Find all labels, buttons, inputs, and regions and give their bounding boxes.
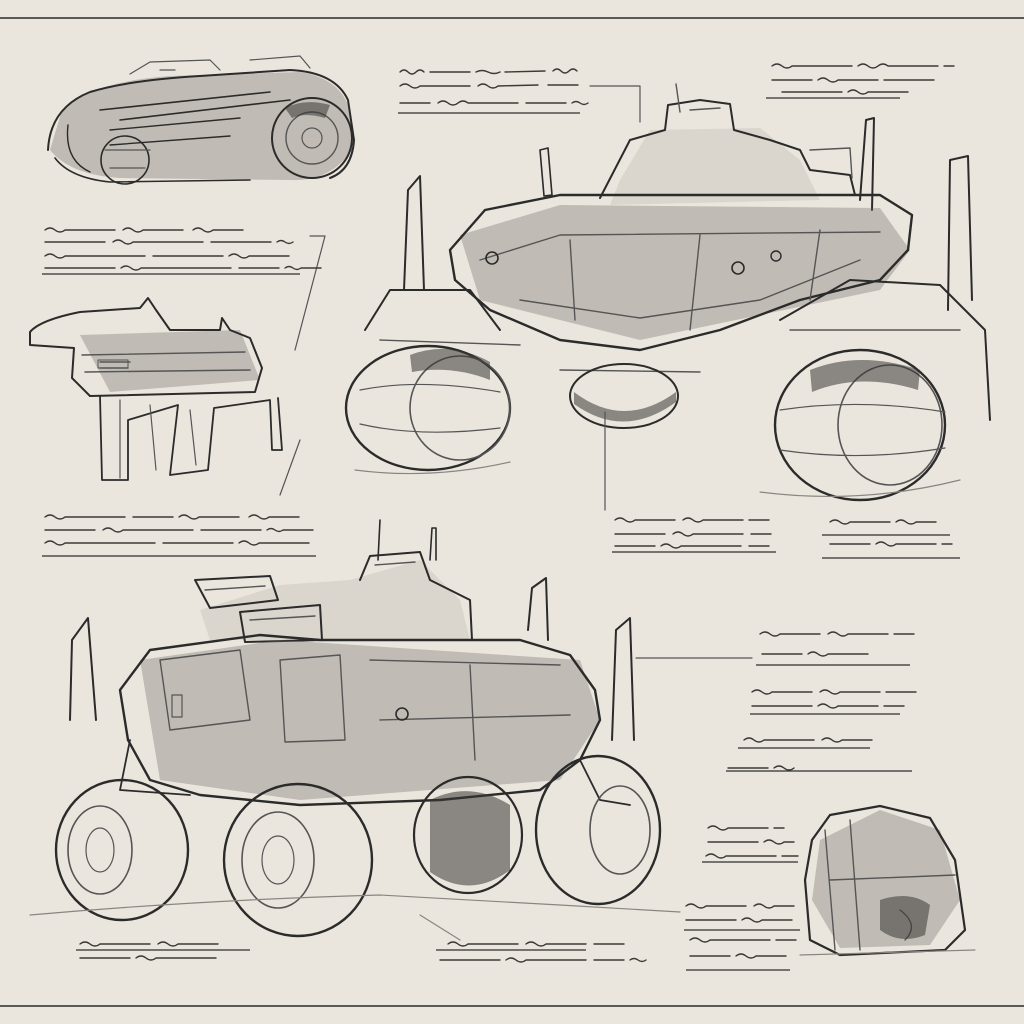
hero-front-three-quarter — [279, 83, 991, 511]
note-far-right — [822, 519, 960, 559]
note-top-right — [766, 63, 955, 99]
note-left-upper — [42, 227, 322, 275]
wheel-pod-detail — [799, 804, 976, 957]
note-bottom-right — [684, 903, 800, 971]
note-wheel-pod — [702, 825, 799, 863]
note-left-middle — [42, 514, 316, 557]
side-profile-vehicle — [47, 55, 355, 185]
note-bottom-center — [436, 941, 647, 963]
note-center-right — [612, 517, 776, 553]
note-bottom-left — [76, 941, 250, 961]
sheet-frame — [0, 17, 1024, 1007]
hero-rear-three-quarter — [29, 519, 753, 941]
note-right-stack — [726, 631, 917, 772]
turret-module-side — [29, 297, 283, 481]
note-top-center — [398, 68, 589, 114]
